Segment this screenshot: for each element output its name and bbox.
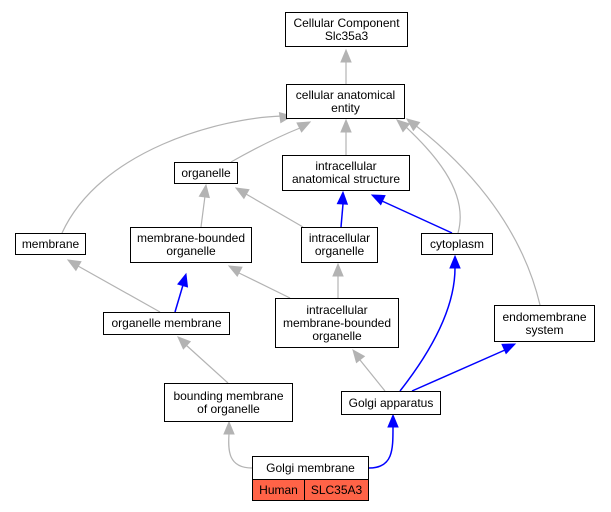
edge-io-ias-arrowhead xyxy=(336,190,349,205)
node-bounding-membrane-of-organelle[interactable]: bounding membrane of organelle xyxy=(164,383,293,422)
node-label: system xyxy=(525,322,564,337)
node-label: cellular anatomical xyxy=(295,87,396,102)
edge-gm-golgi-arrowhead xyxy=(387,413,399,428)
node-label: organelle xyxy=(166,244,216,258)
edge-golgi-imbo-arrowhead xyxy=(352,348,366,364)
node-label: intracellular xyxy=(308,231,371,245)
node-label: organelle xyxy=(312,328,362,343)
node-label: organelle xyxy=(181,165,231,180)
node-label: entity xyxy=(331,100,360,115)
edge-gm-bmo-arrowhead xyxy=(223,420,235,435)
edge-cytoplasm-ias-arrowhead xyxy=(370,194,386,206)
edge-organelle-cae xyxy=(230,127,301,163)
edge-endo-cae-arrowhead xyxy=(405,118,421,132)
edge-golgi-endo-arrowhead xyxy=(501,343,517,355)
edge-cytoplasm-ias xyxy=(381,200,453,234)
annotation-gene-text: SLC35A3 xyxy=(310,483,363,497)
edge-cae-root-arrowhead xyxy=(340,48,352,63)
node-endomembrane-system[interactable]: endomembrane system xyxy=(494,305,595,342)
node-label: of organelle xyxy=(197,401,260,416)
edge-io-ias xyxy=(340,203,344,228)
node-golgi-apparatus[interactable]: Golgi apparatus xyxy=(341,391,441,415)
node-label: membrane-bounded xyxy=(136,231,246,245)
node-label: Slc35a3 xyxy=(324,28,369,43)
node-label: cytoplasm xyxy=(429,236,485,251)
node-label: membrane-bounded xyxy=(282,315,392,330)
edge-om-membrane xyxy=(77,265,161,313)
edge-cytoplasm-cae-arrowhead xyxy=(396,119,411,133)
edge-om-membrane-arrowhead xyxy=(66,259,82,272)
node-organelle-membrane[interactable]: organelle membrane xyxy=(103,312,230,335)
node-label: intracellular xyxy=(306,302,368,317)
edge-golgi-cytoplasm xyxy=(399,267,456,392)
node-label: Golgi membrane xyxy=(266,460,355,475)
edge-bmo-om xyxy=(185,344,229,384)
edge-io-organelle xyxy=(245,193,304,228)
node-cellular-component[interactable]: Cellular Component Slc35a3 xyxy=(285,12,408,47)
node-organelle[interactable]: organelle xyxy=(174,162,238,184)
edge-imbo-mbo xyxy=(238,272,291,299)
edge-mbo-organelle xyxy=(200,195,206,228)
node-label: organelle membrane xyxy=(111,316,222,330)
edge-organelle-cae-arrowhead xyxy=(296,121,312,133)
edge-golgi-cytoplasm-arrowhead xyxy=(449,254,461,269)
edge-om-mbo-arrowhead xyxy=(177,272,189,288)
node-label: Cellular Component xyxy=(293,15,400,30)
node-label: bounding membrane xyxy=(173,388,284,403)
node-cytoplasm[interactable]: cytoplasm xyxy=(421,233,493,255)
node-intracellular-membrane-bounded-organelle[interactable]: intracellular membrane-bounded organelle xyxy=(275,298,399,348)
edge-om-mbo xyxy=(174,284,184,313)
edge-golgi-endo xyxy=(411,349,506,392)
edge-bmo-om-arrowhead xyxy=(177,336,192,350)
node-intracellular-anatomical-structure[interactable]: intracellular anatomical structure xyxy=(282,155,410,191)
node-label: endomembrane xyxy=(502,309,587,324)
edge-io-organelle-arrowhead xyxy=(234,187,250,200)
node-intracellular-organelle[interactable]: intracellular organelle xyxy=(301,227,378,263)
node-golgi-membrane[interactable]: Golgi membrane xyxy=(252,456,369,480)
node-label: anatomical structure xyxy=(291,172,401,186)
edge-cytoplasm-cae xyxy=(404,125,461,234)
edge-gm-bmo xyxy=(228,433,253,469)
edge-membrane-cae xyxy=(61,115,283,234)
annotation-species: Human xyxy=(252,479,305,501)
edge-imbo-io-arrowhead xyxy=(332,262,344,277)
node-label: intracellular xyxy=(315,159,377,173)
node-membrane[interactable]: membrane xyxy=(15,233,86,255)
edge-endo-cae xyxy=(414,124,541,306)
node-cellular-anatomical-entity[interactable]: cellular anatomical entity xyxy=(286,84,405,119)
edge-ias-cae-arrowhead xyxy=(340,118,352,133)
edge-imbo-mbo-arrowhead xyxy=(227,265,243,277)
annotation-species-text: Human xyxy=(259,483,298,497)
edge-mbo-organelle-arrowhead xyxy=(198,183,210,199)
edge-gm-golgi xyxy=(368,426,394,469)
edge-golgi-imbo xyxy=(359,359,386,392)
node-label: organelle xyxy=(314,244,365,258)
node-label: membrane xyxy=(21,236,80,251)
annotation-gene: SLC35A3 xyxy=(304,479,369,501)
node-membrane-bounded-organelle[interactable]: membrane-bounded organelle xyxy=(130,227,252,263)
node-label: Golgi apparatus xyxy=(348,395,434,410)
